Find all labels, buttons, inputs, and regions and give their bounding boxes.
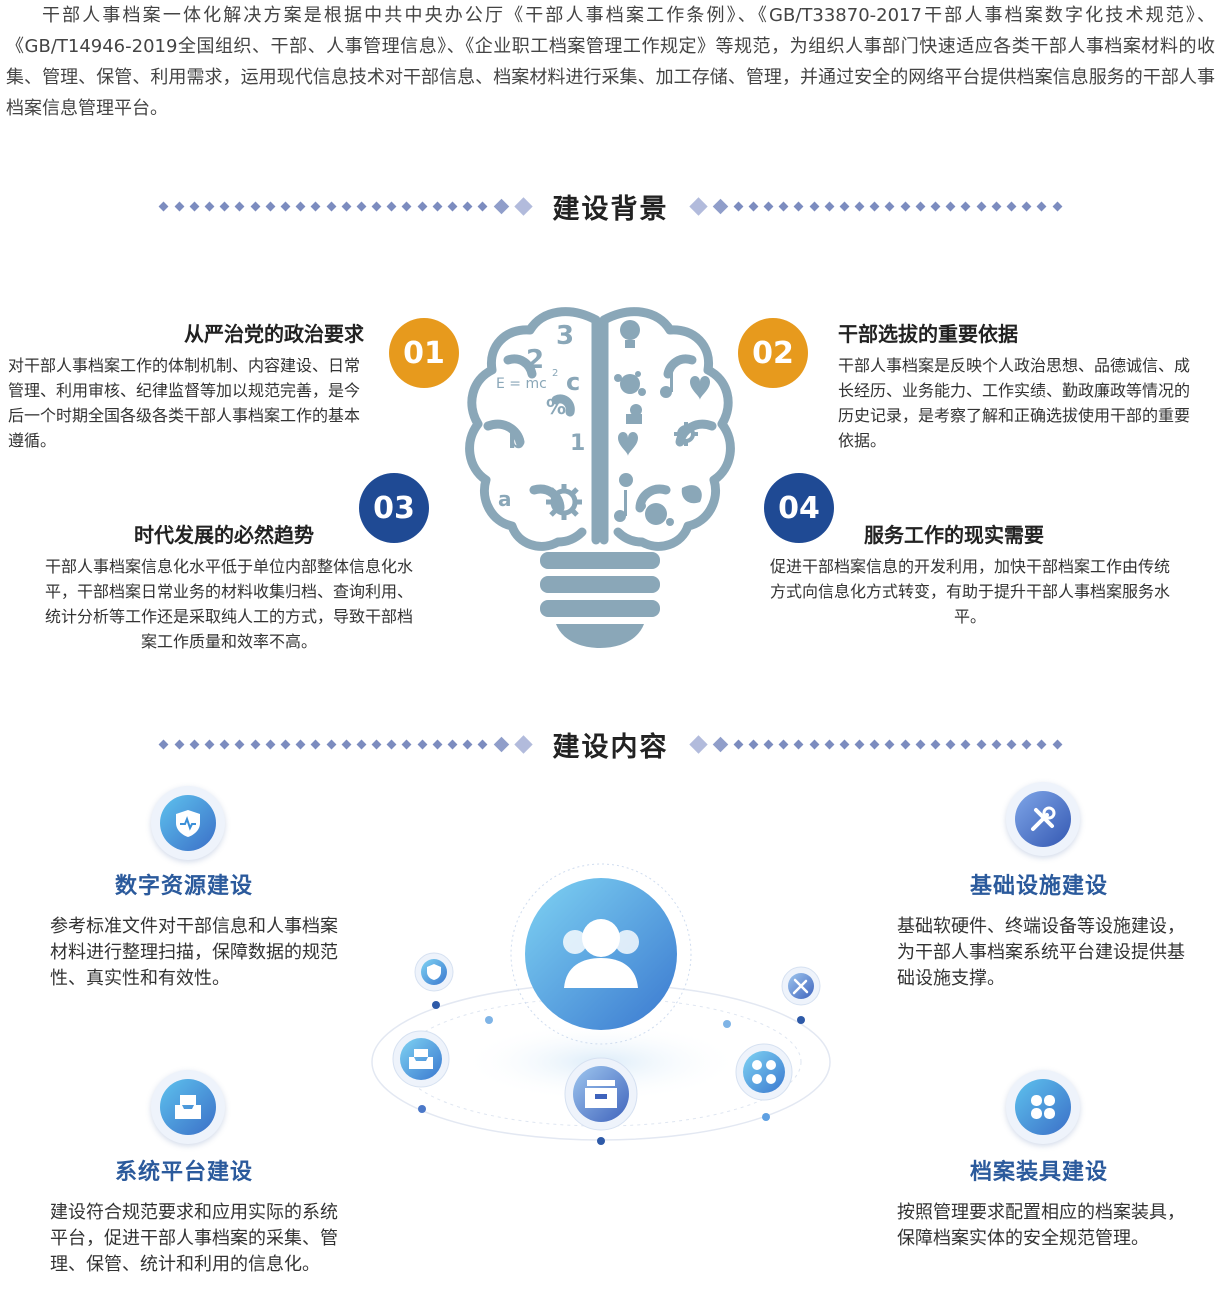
tools-icon [1006,782,1080,856]
number-badge-04: 04 [764,473,834,543]
brain-char: b [508,426,525,454]
content-item-text: 按照管理要求配置相应的档案装具，保障档案实体的安全规范管理。 [897,1202,1185,1249]
content-item-title: 基础设施建设 [969,874,1108,899]
grid-icon [1006,1070,1080,1144]
background-item-title: 干部选拔的重要依据 [838,322,1018,346]
section-heading: 建设内容 [552,731,669,763]
content-item-text: 参考标准文件对干部信息和人事档案材料进行整理扫描，保障数据的规范性、真实性和有效… [50,916,338,989]
left-diamond-divider [156,734,534,754]
puzzle-icon [626,404,642,424]
section-title-background: 建设背景 [0,186,1221,226]
background-item-title: 时代发展的必然趋势 [134,523,314,547]
content-item-text: 基础软硬件、终端设备等设施建设，为干部人事档案系统平台建设提供基础设施支撑。 [897,916,1185,989]
brain-char: 2 [526,345,544,375]
gear-icon [546,484,582,520]
section-title-content: 建设内容 [0,724,1221,764]
right-diamond-divider [687,196,1065,216]
background-item-text: 对干部人事档案工作的体制机制、内容建设、日常管理、利用审核、纪律监督等加以规范完… [8,356,361,450]
content-item-infrastructure: 基础设施建设 基础软硬件、终端设备等设施建设，为干部人事档案系统平台建设提供基础… [897,868,1189,992]
content-item-title: 档案装具建设 [969,1160,1108,1185]
right-diamond-divider [687,734,1065,754]
content-item-archive-equipment: 档案装具建设 按照管理要求配置相应的档案装具，保障档案实体的安全规范管理。 [897,1154,1189,1252]
background-item-3: 时代发展的必然趋势 干部人事档案信息化水平低于单位内部整体信息化水平，干部档案日… [38,519,420,654]
tools-icon [781,966,821,1006]
users-icon [563,919,639,988]
splash-icon [638,502,674,526]
brain-bulb-illustration: 3 2 E = mc 2 c % b 1 a [465,307,735,648]
bulb-base [540,552,660,648]
center-halo [510,863,692,1045]
background-item-2: 干部选拔的重要依据 干部人事档案是反映个人政治思想、品德诚信、成长经历、业务能力… [838,318,1204,453]
content-item-system-platform: 系统平台建设 建设符合规范要求和应用实际的系统平台，促进干部人事档案的采集、管理… [50,1154,340,1278]
content-item-title: 数字资源建设 [114,874,253,899]
brain-formula: E = mc [496,376,547,392]
brain-char: 3 [556,321,574,351]
background-item-title: 从严治党的政治要求 [184,322,364,346]
left-diamond-divider [156,196,534,216]
brain-char: 1 [570,431,585,456]
section-heading: 建设背景 [552,193,669,225]
brain-char: c [566,368,580,396]
content-item-text: 建设符合规范要求和应用实际的系统平台，促进干部人事档案的采集、管理、保管、统计和… [50,1202,338,1275]
content-item-digital-resource: 数字资源建设 参考标准文件对干部信息和人事档案材料进行整理扫描，保障数据的规范性… [50,868,340,992]
shield-icon [151,786,225,860]
brain-char: a [498,487,512,511]
background-item-text: 促进干部档案信息的开发利用，加快干部档案工作由传统方式向信息化方式转变，有助于提… [769,557,1170,626]
gear-icon [674,422,698,446]
intro-paragraph: 干部人事档案一体化解决方案是根据中共中央办公厅《干部人事档案工作条例》、《GB/… [6,5,1215,119]
shield-icon [414,952,454,992]
number-badge-03: 03 [359,473,429,543]
background-item-text: 干部人事档案是反映个人政治思想、品德诚信、成长经历、业务能力、工作实绩、勤政廉政… [838,356,1191,450]
background-item-4: 服务工作的现实需要 促进干部档案信息的开发利用，加快干部档案工作由传统方式向信息… [764,519,1176,629]
leaf-icon [681,485,702,504]
background-item-text: 干部人事档案信息化水平低于单位内部整体信息化水平，干部档案日常业务的材料收集归档… [44,557,413,651]
number-badge-02: 02 [738,318,808,388]
brain-char: % [546,395,566,419]
background-item-1: 从严治党的政治要求 对干部人事档案工作的体制机制、内容建设、日常管理、利用审核、… [8,318,364,453]
heart-icon [618,432,638,456]
grid-icon [735,1043,793,1101]
background-item-title: 服务工作的现实需要 [864,523,1044,547]
splash-icon [614,371,646,396]
archive-box-icon [564,1057,638,1131]
sun-icon [619,473,633,487]
brain-formula-sup: 2 [552,368,558,379]
heart-icon [690,376,710,400]
music-note-icon [614,490,627,522]
center-orbit-illustration [371,863,831,1145]
number-badge-01: 01 [389,318,459,388]
tray-icon [392,1030,450,1088]
music-note-icon [660,364,673,398]
tray-icon [151,1070,225,1144]
lightbulb-icon [620,320,640,348]
content-item-title: 系统平台建设 [114,1160,253,1185]
